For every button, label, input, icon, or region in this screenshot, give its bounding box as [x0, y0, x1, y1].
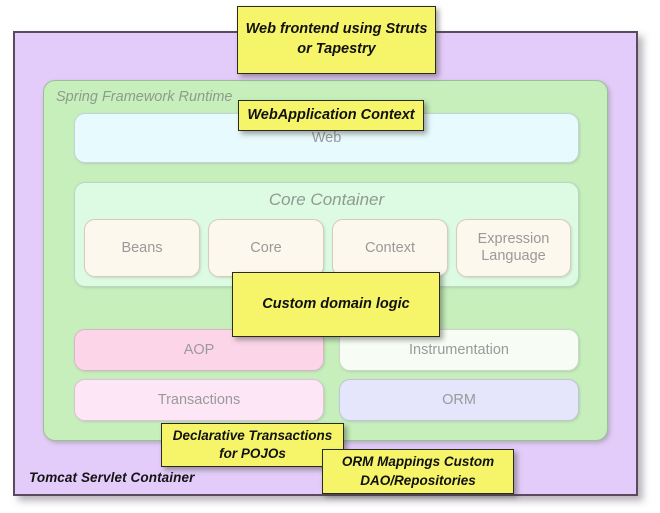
module-web: Web — [74, 113, 579, 163]
tomcat-servlet-container-label: Tomcat Servlet Container — [29, 470, 195, 485]
callout-custom-domain-logic: Custom domain logic — [232, 272, 440, 337]
spring-framework-runtime-label: Spring Framework Runtime — [56, 89, 233, 105]
module-orm: ORM — [339, 379, 579, 421]
module-core: Core — [208, 219, 324, 277]
module-expression-language: Expression Language — [456, 219, 571, 277]
callout-declarative-transactions: Declarative Transactions for POJOs — [161, 423, 344, 467]
module-transactions: Transactions — [74, 379, 324, 421]
callout-orm-mappings: ORM Mappings Custom DAO/Repositories — [322, 449, 514, 494]
callout-web-frontend: Web frontend using Struts or Tapestry — [237, 6, 436, 74]
spring-framework-runtime-panel: Spring Framework Runtime Web Core Contai… — [43, 80, 608, 441]
core-container-panel: Core Container Beans Core Context Expres… — [74, 182, 579, 287]
module-context: Context — [332, 219, 448, 277]
core-container-title: Core Container — [268, 190, 385, 209]
module-instrumentation: Instrumentation — [339, 329, 579, 371]
module-beans: Beans — [84, 219, 200, 277]
callout-webapplication-context: WebApplication Context — [238, 100, 424, 131]
